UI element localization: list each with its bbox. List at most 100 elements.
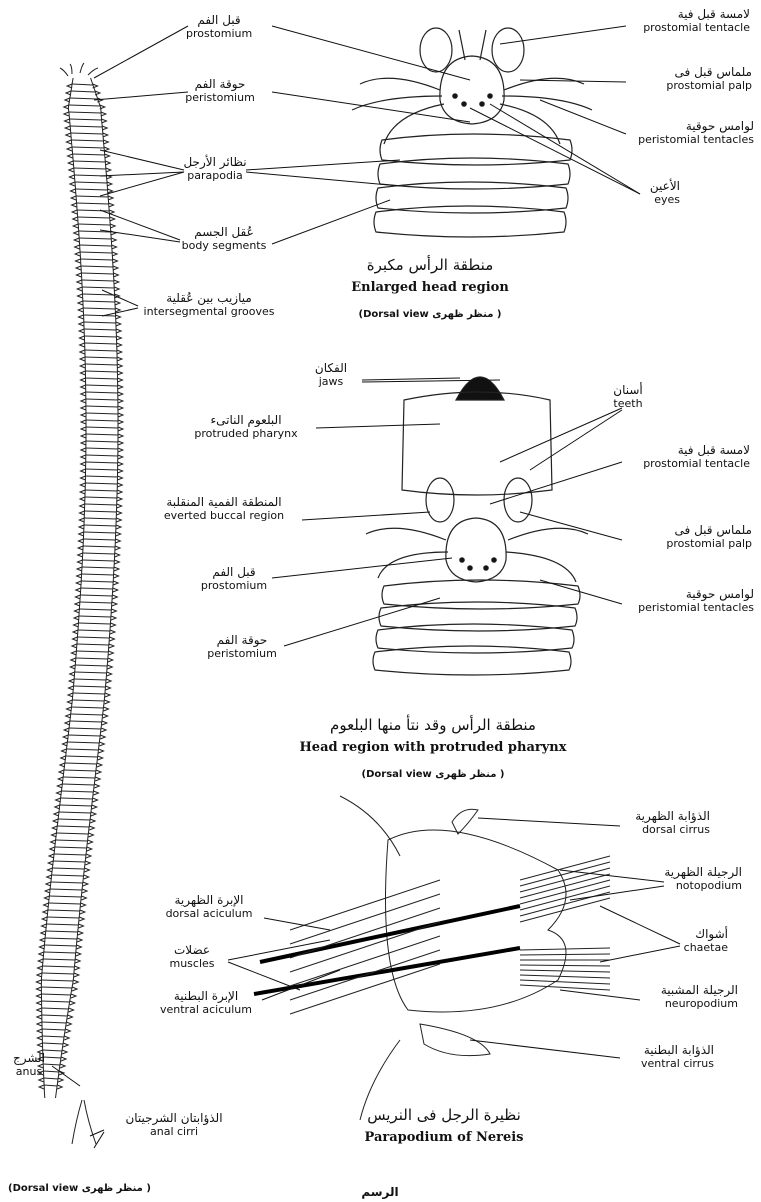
worm-segment-groove bbox=[85, 343, 117, 344]
worm-parapodium-left bbox=[74, 623, 79, 627]
parapodium-chaeta bbox=[520, 970, 610, 972]
worm-parapodium-left bbox=[71, 658, 76, 662]
label-pharynx-prostomium: قبل الفمprostomium bbox=[196, 566, 272, 592]
worm-parapodium-left bbox=[80, 497, 85, 501]
worm-parapodium-left bbox=[38, 1043, 43, 1047]
worm-parapodium-left bbox=[77, 560, 82, 564]
worm-parapodium-left bbox=[76, 259, 81, 263]
worm-parapodium-right bbox=[81, 896, 86, 900]
worm-parapodium-left bbox=[75, 602, 80, 606]
worm-parapodium-left bbox=[44, 903, 49, 907]
parapodium-muscle-fiber bbox=[290, 880, 440, 930]
worm-parapodium-right bbox=[116, 525, 121, 529]
worm-parapodium-right bbox=[103, 714, 108, 718]
worm-segment-groove bbox=[42, 1022, 67, 1023]
worm-parapodium-left bbox=[37, 1022, 42, 1026]
worm-parapodium-right bbox=[105, 161, 110, 165]
worm-parapodium-left bbox=[79, 532, 84, 536]
worm-segment-groove bbox=[44, 1085, 57, 1086]
worm-parapodium-left bbox=[78, 294, 83, 298]
worm-parapodium-right bbox=[58, 1078, 63, 1082]
worm-parapodium-left bbox=[76, 273, 81, 277]
worm-parapodium-right bbox=[102, 126, 107, 130]
worm-segment-groove bbox=[86, 413, 118, 414]
worm-segment-groove bbox=[74, 168, 106, 169]
worm-segment-groove bbox=[84, 336, 116, 337]
worm-parapodium-right bbox=[117, 504, 122, 508]
worm-parapodium-right bbox=[106, 168, 111, 172]
label-peristomium: حوقة الفمperistomium bbox=[183, 78, 257, 104]
parapodium-chaeta bbox=[520, 874, 610, 898]
worm-parapodium-left bbox=[78, 553, 83, 557]
worm-parapodium-right bbox=[84, 868, 89, 872]
worm-segment-groove bbox=[83, 308, 115, 309]
worm-parapodium-left bbox=[78, 539, 83, 543]
worm-segment-groove bbox=[76, 189, 108, 190]
worm-parapodium-right bbox=[82, 889, 87, 893]
worm-segment-groove bbox=[64, 770, 96, 771]
worm-parapodium-left bbox=[67, 707, 72, 711]
pharynx-caption-ar: منطقة الرأس وقد نتأ منها البلعوم bbox=[298, 716, 568, 734]
worm-parapodium-left bbox=[38, 959, 43, 963]
worm-parapodium-right bbox=[75, 959, 80, 963]
worm-segment-groove bbox=[86, 441, 118, 442]
worm-parapodium-left bbox=[81, 399, 86, 403]
worm-segment-groove bbox=[44, 952, 76, 953]
worm-parapodium-left bbox=[81, 434, 86, 438]
worm-parapodium-left bbox=[70, 665, 75, 669]
worm-segment-groove bbox=[41, 980, 73, 981]
worm-segment-groove bbox=[60, 805, 92, 806]
label-pharynx-prostomial-tentacle: لامسة قبل فيةprostomial tentacle bbox=[598, 444, 750, 470]
parapodium-chaeta bbox=[520, 856, 610, 880]
worm-segment-groove bbox=[42, 994, 72, 995]
parapodium-muscle-fiber bbox=[290, 950, 440, 1000]
worm-parapodium-right bbox=[93, 798, 98, 802]
worm-segment-groove bbox=[84, 329, 116, 330]
worm-parapodium-right bbox=[114, 574, 119, 578]
worm-segment-groove bbox=[42, 1008, 69, 1009]
worm-segment-groove bbox=[83, 553, 115, 554]
worm-parapodium-right bbox=[99, 749, 104, 753]
label-anal-cirri: الذؤابتان الشرجيتانanal cirri bbox=[104, 1112, 244, 1138]
worm-segment-groove bbox=[78, 224, 110, 225]
worm-parapodium-right bbox=[116, 336, 121, 340]
pharynx-view-note: (Dorsal view منظر ظهرى ) bbox=[298, 769, 568, 780]
worm-parapodium-right bbox=[94, 791, 99, 795]
worm-parapodium-left bbox=[81, 469, 86, 473]
worm-parapodium-right bbox=[96, 770, 101, 774]
worm-parapodium-left bbox=[78, 546, 83, 550]
worm-segment-groove bbox=[70, 119, 102, 120]
worm-parapodium-left bbox=[43, 910, 48, 914]
worm-parapodium-right bbox=[118, 406, 123, 410]
worm-segment-groove bbox=[86, 455, 118, 456]
worm-segment-groove bbox=[52, 875, 84, 876]
worm-segment-groove bbox=[85, 490, 117, 491]
worm-segment-groove bbox=[58, 819, 90, 820]
worm-parapodium-left bbox=[49, 854, 54, 858]
parapodium-muscle-fiber bbox=[290, 894, 440, 944]
worm-parapodium-left bbox=[39, 952, 44, 956]
worm-parapodium-left bbox=[51, 840, 56, 844]
worm-segment-groove bbox=[73, 154, 105, 155]
pharynx-tentacles bbox=[366, 528, 588, 582]
worm-segment-groove bbox=[84, 518, 116, 519]
leader-line bbox=[228, 962, 300, 990]
worm-segment-groove bbox=[55, 847, 87, 848]
worm-parapodium-right bbox=[108, 658, 113, 662]
worm-parapodium-left bbox=[72, 203, 77, 207]
worm-parapodium-left bbox=[71, 651, 76, 655]
worm-parapodium-right bbox=[98, 756, 103, 760]
worm-parapodium-right bbox=[114, 567, 119, 571]
worm-segment-groove bbox=[43, 1050, 62, 1051]
worm-segment-groove bbox=[46, 931, 78, 932]
worm-segment-groove bbox=[83, 294, 115, 295]
worm-parapodium-right bbox=[61, 1057, 66, 1061]
worm-segment-groove bbox=[73, 693, 105, 694]
worm-parapodium-right bbox=[118, 462, 123, 466]
worm-parapodium-right bbox=[117, 350, 122, 354]
worm-segment-groove bbox=[81, 259, 113, 260]
worm-parapodium-right bbox=[115, 308, 120, 312]
worm-parapodium-left bbox=[76, 266, 81, 270]
